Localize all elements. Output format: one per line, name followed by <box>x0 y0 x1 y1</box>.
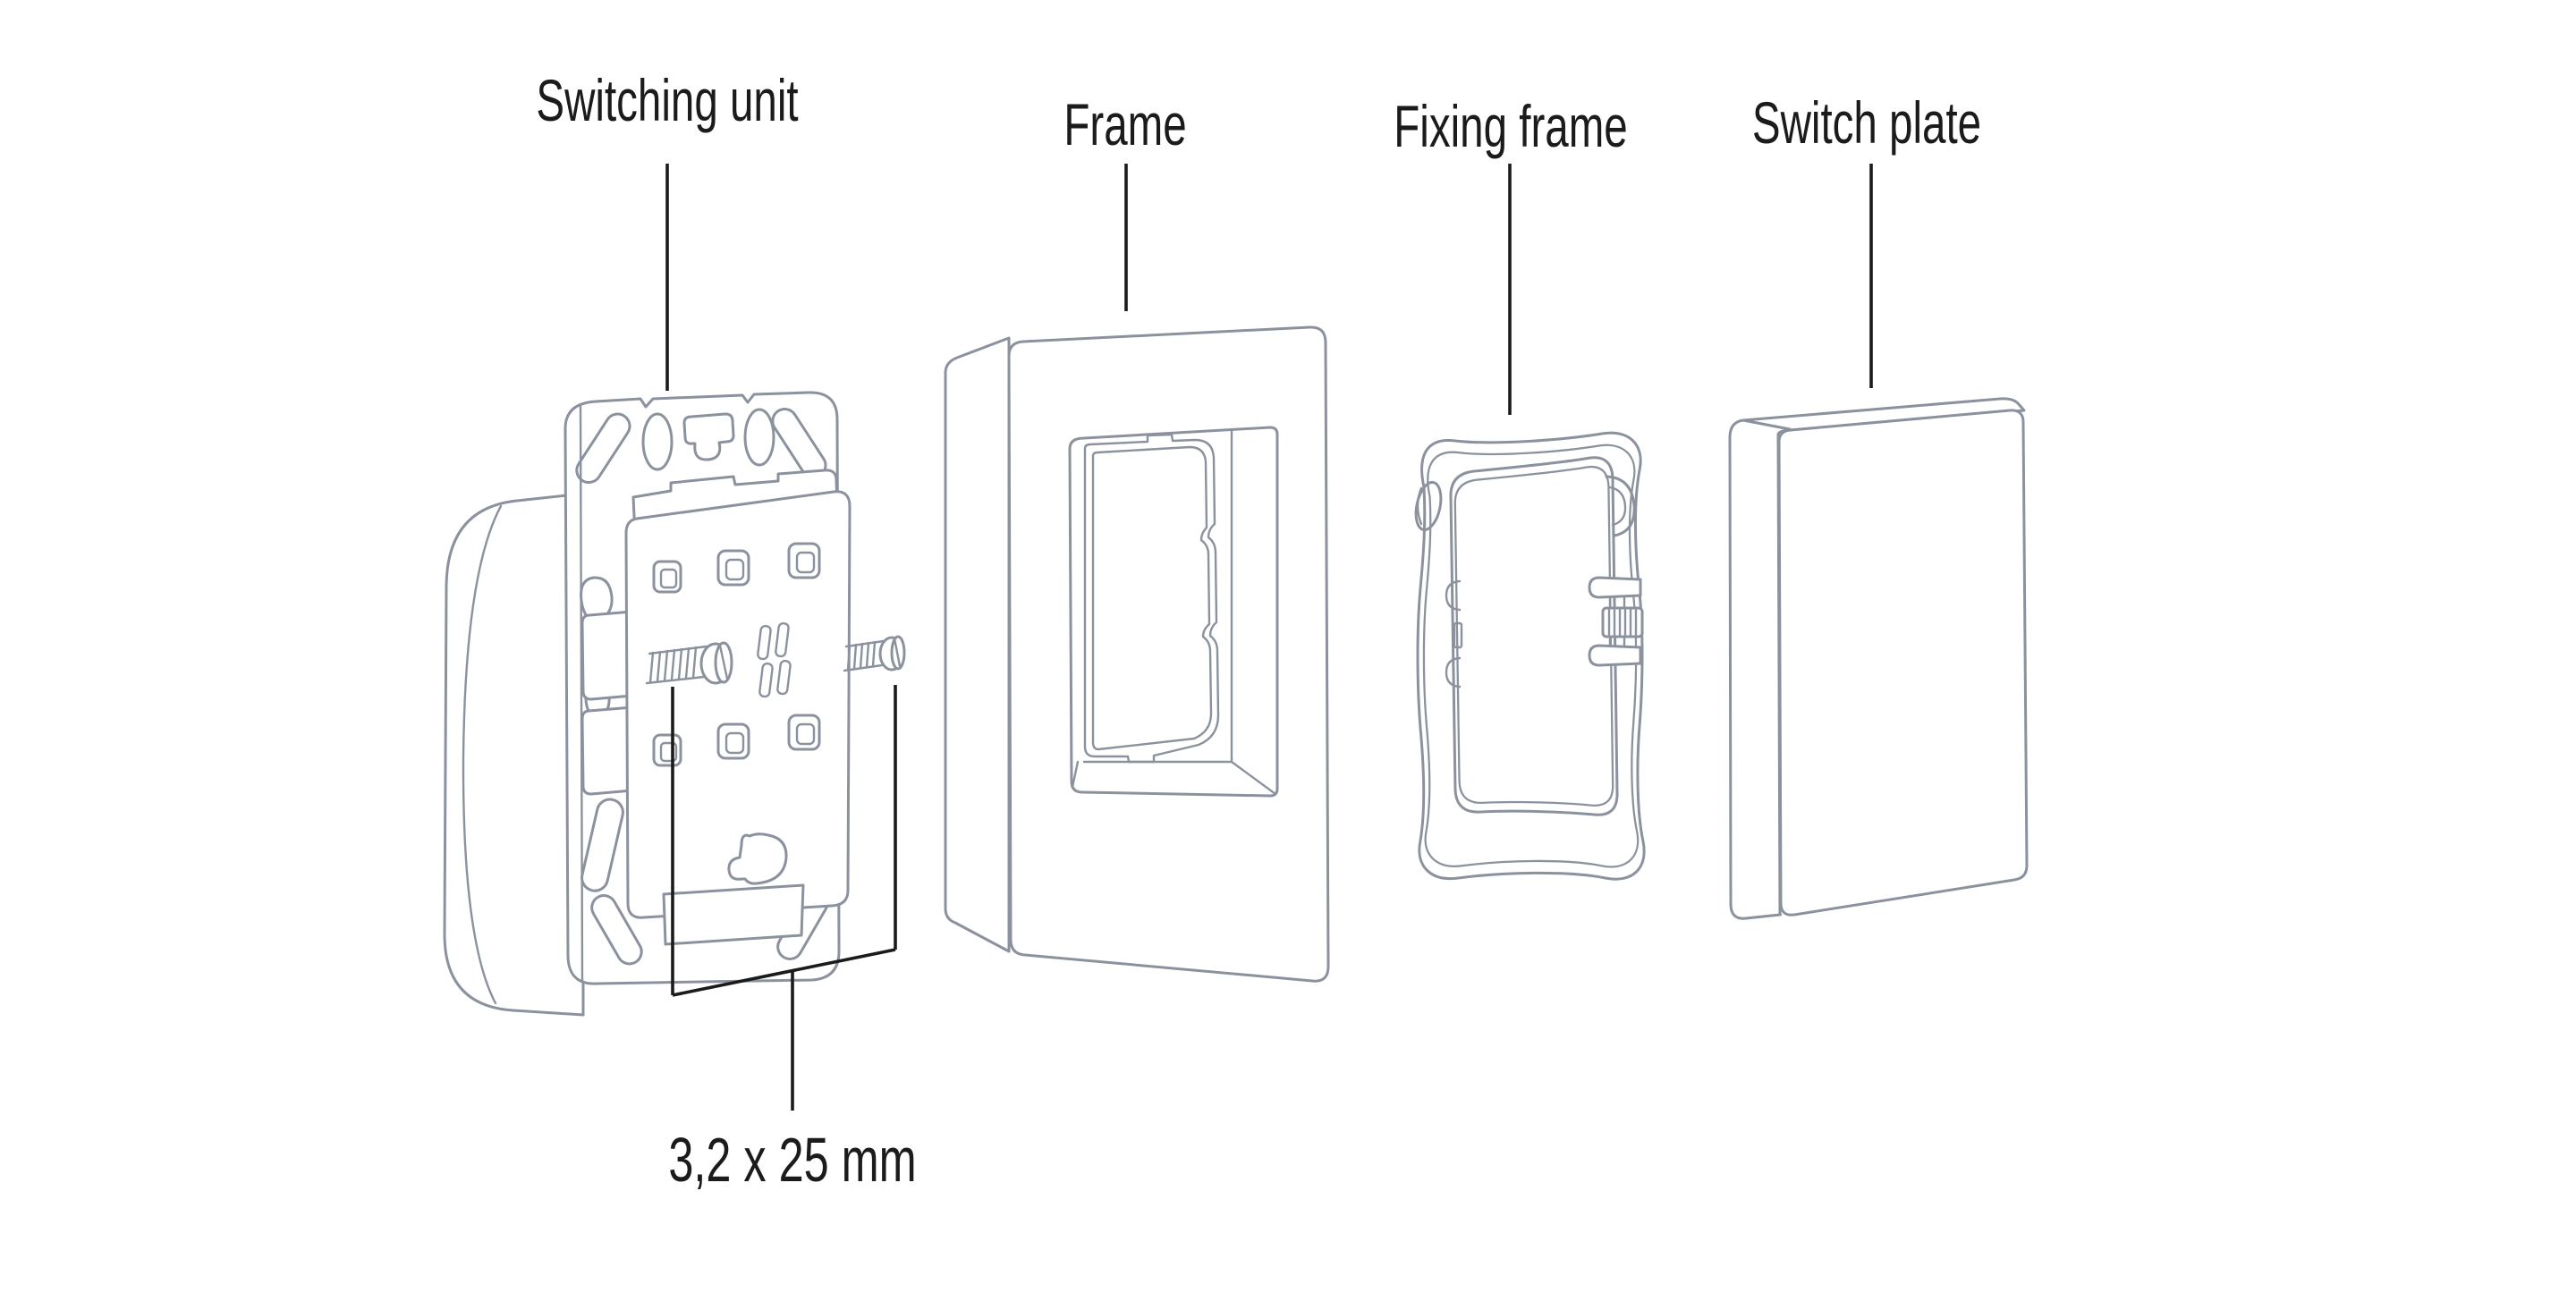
fixing-frame-notch <box>1445 656 1462 689</box>
screw-slot <box>718 644 729 680</box>
terminal <box>652 733 682 767</box>
claw-upper <box>580 610 634 701</box>
mounting-plate-edge <box>579 403 584 984</box>
plate-hole-left <box>641 412 674 471</box>
plate-hole-right <box>743 408 775 467</box>
frame-opening <box>1068 426 1279 798</box>
label-screw-dimension: 3,2 x 25 mm <box>668 1125 917 1195</box>
fixing-frame-opening <box>1449 456 1619 816</box>
fixing-screw-left <box>645 641 733 685</box>
mechanism-bottom-bar <box>662 883 805 946</box>
frame-recess-walls <box>1071 429 1277 796</box>
switching-unit-drawing <box>443 391 906 1017</box>
terminal <box>652 560 682 594</box>
leader-lines <box>665 164 1873 1111</box>
plate-slot-top-left <box>575 412 631 485</box>
fixing-frame-outer-inner-line <box>1422 444 1640 868</box>
flush-box-curve <box>462 504 503 1005</box>
switch-plate-drawing <box>1728 397 2029 920</box>
plate-slot-left-lower <box>580 798 624 892</box>
terminal <box>716 722 750 760</box>
mechanism-body <box>624 490 852 919</box>
fixing-frame-notch <box>1445 579 1462 612</box>
terminal <box>716 549 750 587</box>
fixing-frame-outer <box>1416 431 1646 881</box>
terminal <box>787 542 821 579</box>
screw-leader-join <box>672 948 896 997</box>
adjuster-knurl <box>1601 606 1644 638</box>
plate-front-face <box>1777 409 2029 917</box>
center-slot <box>776 659 792 696</box>
plate-tab-top <box>682 412 735 461</box>
fixing-frame-boss <box>1605 475 1636 537</box>
frame-liner <box>1083 433 1220 764</box>
plate-bottom-edge <box>1744 913 1783 920</box>
adjuster-knurl-ridges <box>1607 608 1638 637</box>
frame-side-face <box>944 336 1011 953</box>
center-slot <box>758 662 774 698</box>
plate-slot-bottom-left <box>590 894 643 966</box>
adjuster-hook-bottom <box>1588 644 1642 667</box>
frame-liner-inner <box>1091 445 1213 751</box>
label-switching-unit: Switching unit <box>536 67 799 133</box>
fixing-frame-catch <box>1453 621 1463 649</box>
screw-slot <box>893 637 902 668</box>
fixing-screw-right <box>843 635 906 672</box>
label-frame: Frame <box>1063 91 1187 157</box>
claw-lower <box>580 705 634 796</box>
mechanism-bottom-tab <box>727 832 788 885</box>
fixing-frame-opening-inner <box>1453 465 1614 807</box>
terminal <box>787 714 821 751</box>
flush-box-outline <box>443 492 585 1017</box>
center-slot <box>775 621 790 658</box>
frame-front-face <box>1007 325 1330 983</box>
adjuster-hook-top <box>1588 576 1642 599</box>
label-switch-plate: Switch plate <box>1751 89 1982 156</box>
fixing-frame-drawing <box>1414 431 1646 881</box>
frame-drawing <box>944 325 1330 983</box>
label-fixing-frame: Fixing frame <box>1394 93 1628 159</box>
center-slot <box>757 624 772 661</box>
